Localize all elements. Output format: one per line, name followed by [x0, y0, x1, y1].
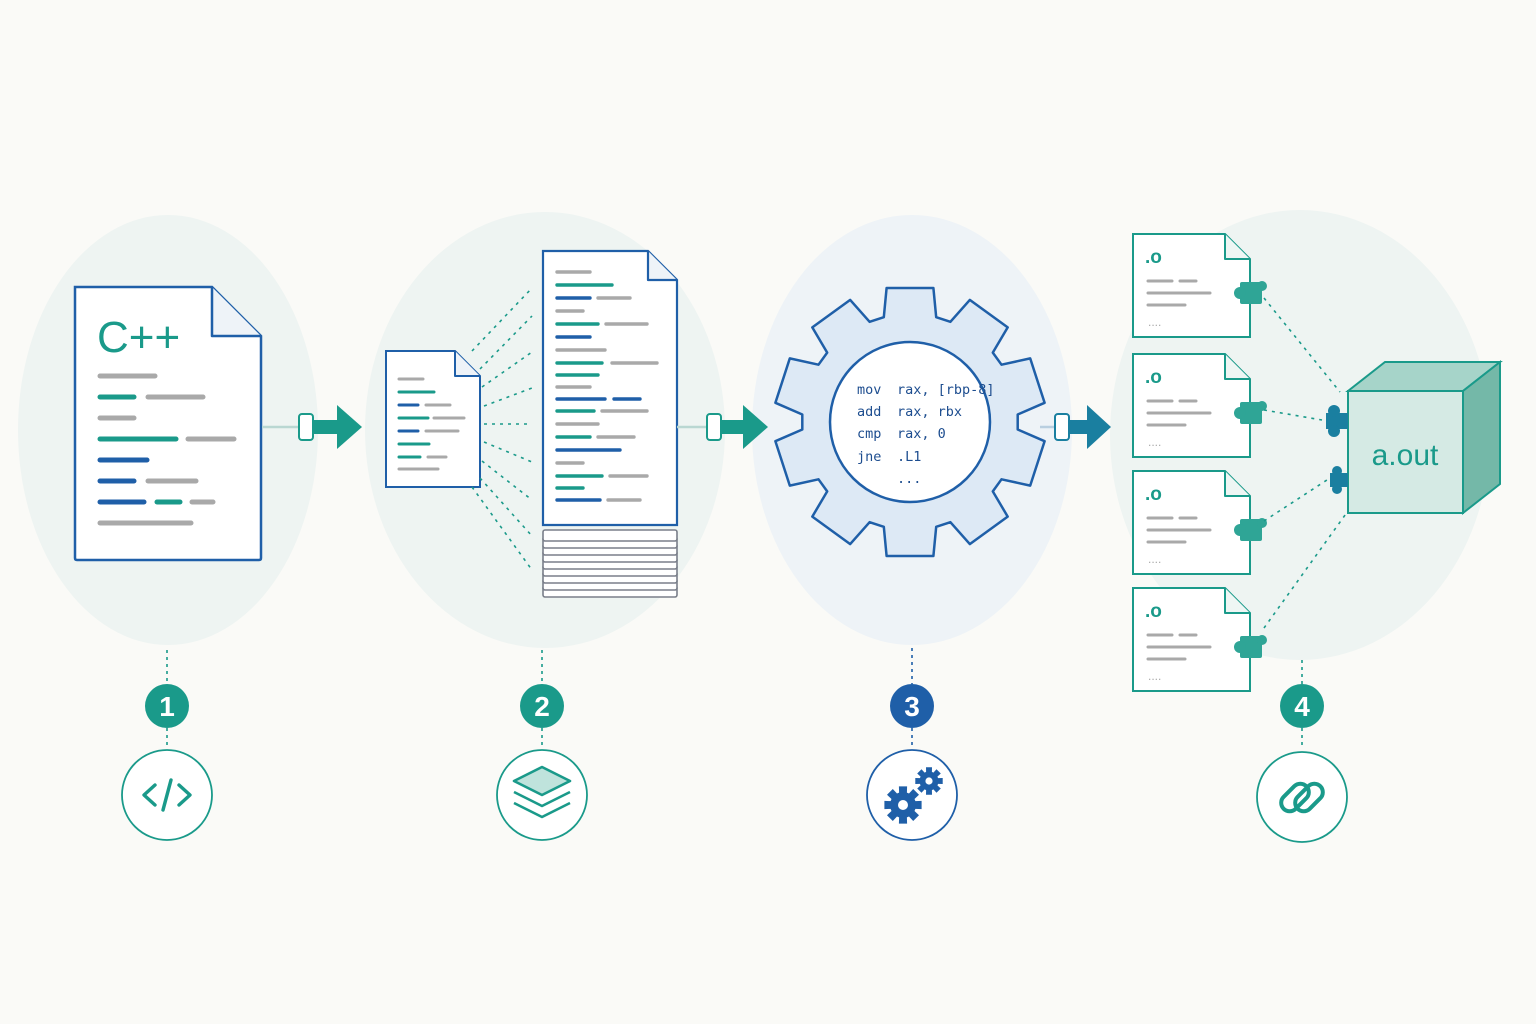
object-file-label: .o	[1145, 367, 1162, 388]
asm-op-2: add	[857, 404, 881, 420]
asm-args-1: rax, [rbp-8]	[897, 382, 995, 398]
expanded-translation-unit	[541, 249, 679, 598]
step-4-badge	[1280, 684, 1324, 728]
stacked-pages	[542, 529, 678, 598]
object-file-ellipsis: ....	[1148, 435, 1161, 449]
object-file-label: .o	[1145, 484, 1162, 505]
code-brackets-icon	[142, 778, 192, 812]
object-file-ellipsis: ....	[1148, 315, 1161, 329]
assembly-code: mov rax, [rbp-8] add rax, rbx cmp rax, 0…	[857, 382, 995, 487]
puzzle-tab-icon	[1234, 635, 1267, 658]
step-3-number: 3	[904, 691, 920, 722]
step-2-number: 2	[534, 691, 550, 722]
assembly-window	[828, 340, 992, 504]
source-file: C++	[73, 285, 263, 562]
linker-output-cube: a.out	[1326, 359, 1503, 516]
asm-args-4: .L1	[897, 449, 921, 465]
step-4-number: 4	[1294, 691, 1310, 722]
step-markers: 1 2 3	[121, 648, 1348, 843]
arrow-1-to-2	[262, 405, 362, 449]
cube-puzzle-tabs	[1326, 405, 1348, 494]
source-code-lines	[97, 373, 237, 526]
object-file-2: .o....	[1132, 353, 1267, 458]
step-2-badge	[520, 684, 564, 728]
step-1-badge	[145, 684, 189, 728]
small-source-file	[385, 350, 481, 488]
asm-args-3: rax, 0	[897, 426, 946, 442]
puzzle-tab-icon	[1234, 281, 1267, 304]
asm-args-2: rax, rbx	[897, 404, 962, 420]
object-file-ellipsis: ....	[1148, 552, 1161, 566]
step-4-marker: 4	[1256, 660, 1348, 843]
output-binary-label: a.out	[1372, 439, 1439, 472]
asm-op-1: mov	[857, 382, 881, 398]
gears-icon	[884, 767, 943, 824]
arrow-3-to-4	[1040, 405, 1111, 449]
expansion-dotted-lines	[471, 287, 533, 571]
puzzle-tab-icon	[1234, 401, 1267, 424]
link-dotted-lines	[1263, 297, 1359, 629]
chain-link-icon	[1279, 781, 1325, 814]
object-file-4: .o....	[1132, 587, 1267, 692]
object-file-3: .o....	[1132, 470, 1267, 575]
step-3-marker: 3	[866, 648, 958, 841]
arrow-2-to-3	[677, 405, 768, 449]
layers-icon	[512, 765, 572, 819]
asm-op-3: cmp	[857, 426, 881, 442]
step-1-number: 1	[159, 691, 175, 722]
step-2-marker: 2	[496, 650, 588, 841]
asm-ellipsis: ...	[897, 471, 921, 487]
step-3-badge	[890, 684, 934, 728]
object-file-label: .o	[1145, 247, 1162, 268]
object-files: .o.....o.....o.....o....	[1132, 233, 1267, 692]
compiler-gear: mov rax, [rbp-8] add rax, rbx cmp rax, 0…	[774, 286, 1046, 558]
source-language-label: C++	[97, 313, 180, 362]
object-file-ellipsis: ....	[1148, 669, 1161, 683]
object-file-label: .o	[1145, 601, 1162, 622]
step-1-marker: 1	[121, 650, 213, 841]
object-file-1: .o....	[1132, 233, 1267, 338]
asm-op-4: jne	[857, 449, 881, 465]
